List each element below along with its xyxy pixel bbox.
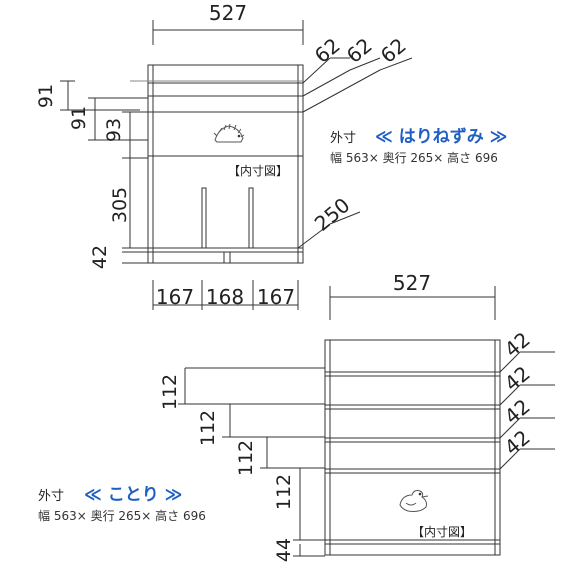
- top-rack-frame: [147, 64, 304, 264]
- top-height-2: 91: [68, 106, 90, 130]
- hedgehog-icon: [213, 123, 245, 143]
- bottom-rack-drawing: [324, 339, 501, 556]
- bottom-product-name: ≪ ことり ≫: [84, 485, 182, 505]
- top-product-name: ≪ はりねずみ ≫: [375, 127, 507, 147]
- top-shelf-depth-1: 62: [310, 33, 345, 68]
- top-shelf-leaders: [302, 57, 413, 113]
- top-height-1: 91: [35, 84, 57, 108]
- top-width-dim: [152, 20, 304, 45]
- bottom-height-2: 112: [197, 410, 219, 446]
- top-outer-label: 外寸: [330, 131, 356, 146]
- bottom-height-1: 112: [159, 374, 181, 410]
- top-height-5: 42: [89, 245, 111, 269]
- bottom-width-dim: [329, 286, 496, 320]
- bottom-outer-label: 外寸: [38, 489, 64, 504]
- top-depth-label: 250: [310, 193, 355, 236]
- top-shelf-depth-3: 62: [376, 33, 411, 68]
- top-width-label: 527: [209, 1, 247, 25]
- top-height-4: 305: [109, 187, 131, 223]
- top-depth-leader: [297, 211, 361, 249]
- top-bottom-width-1: 167: [156, 285, 194, 309]
- top-inner-label: 【内寸図】: [228, 164, 288, 178]
- top-shelf-depth-2: 62: [342, 33, 377, 68]
- top-rack-drawing: [147, 64, 304, 264]
- bottom-height-dims: [178, 367, 325, 557]
- top-height-dims: [60, 80, 303, 264]
- top-height-3: 93: [103, 118, 125, 142]
- top-product-spec: 幅 563× 奥行 265× 高さ 696: [330, 150, 498, 165]
- bottom-shelf-depth-4: 42: [500, 425, 535, 460]
- bottom-shelf-leaders: [499, 351, 555, 470]
- bird-icon: [399, 490, 429, 512]
- bottom-product-spec: 幅 563× 奥行 265× 高さ 696: [38, 508, 206, 523]
- bottom-height-4: 112: [273, 474, 295, 510]
- bottom-width-label: 527: [393, 271, 431, 295]
- bottom-inner-label: 【内寸図】: [412, 525, 472, 539]
- top-bottom-width-3: 167: [257, 285, 295, 309]
- top-bottom-width-2: 168: [206, 285, 244, 309]
- top-bottom-dims: [152, 280, 299, 310]
- bottom-shelf-depth-1: 42: [500, 327, 535, 362]
- bottom-height-3: 112: [235, 440, 257, 476]
- bottom-height-5: 44: [273, 538, 295, 562]
